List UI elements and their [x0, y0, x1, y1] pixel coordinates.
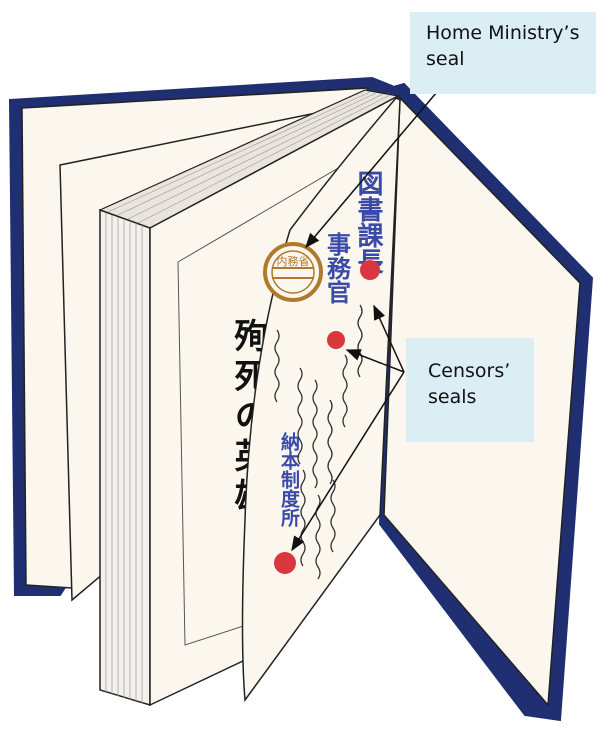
- censor-seal-upper: [360, 260, 380, 280]
- censors-seals-callout: Censors’ seals: [406, 338, 534, 442]
- censors-callout-line1: Censors’: [428, 358, 524, 384]
- home-ministry-callout-line1: Home Ministry’s: [426, 20, 586, 46]
- stamp-column-lower: 納本制度所: [278, 431, 300, 528]
- censor-seal-lower: [274, 552, 296, 574]
- censor-seal-mid: [327, 331, 345, 349]
- page-block-edge: [100, 210, 150, 705]
- home-ministry-seal-callout: Home Ministry’s seal: [410, 12, 596, 94]
- home-ministry-seal-text: 内務省: [277, 254, 310, 268]
- stamp-column-mid: 事務官: [323, 232, 352, 305]
- home-ministry-seal: 内務省: [265, 244, 321, 300]
- censors-callout-line2: seals: [428, 384, 524, 410]
- home-ministry-callout-line2: seal: [426, 46, 586, 72]
